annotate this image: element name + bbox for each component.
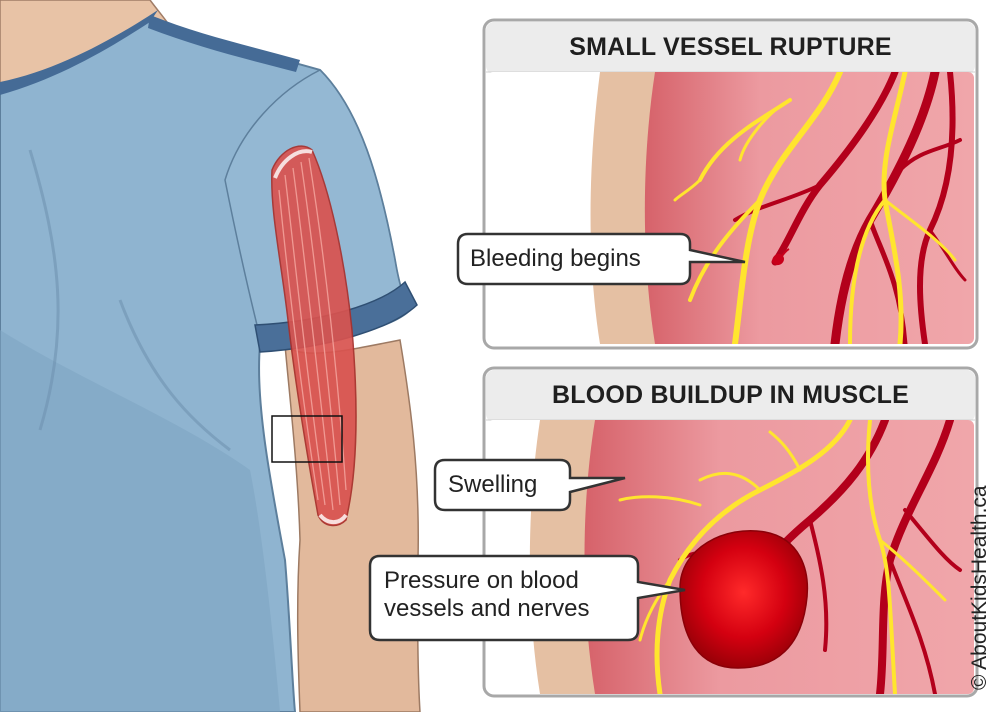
collar-trim bbox=[0, 10, 158, 95]
copyright-credit: © AboutKidsHealth.ca bbox=[968, 485, 991, 690]
person-figure bbox=[0, 0, 421, 712]
panel-title-blood-buildup: BLOOD BUILDUP IN MUSCLE bbox=[552, 381, 909, 409]
callout-pressure-line1: Pressure on blood bbox=[384, 567, 579, 594]
zoom-indicator bbox=[271, 415, 343, 463]
panel-header-top bbox=[486, 22, 975, 74]
panel-small-vessel-rupture bbox=[456, 18, 979, 350]
nerves-top bbox=[673, 72, 957, 344]
blood-pool bbox=[679, 530, 809, 669]
callout-bleeding-begins: Bleeding begins bbox=[470, 245, 641, 272]
callout-bubble-bleeding bbox=[456, 232, 746, 286]
nerves-bottom bbox=[618, 420, 947, 694]
callout-bubble-swelling bbox=[433, 458, 626, 512]
panel-title-small-vessel-rupture: SMALL VESSEL RUPTURE bbox=[569, 33, 892, 61]
callout-pressure-line2: vessels and nerves bbox=[384, 595, 590, 622]
callout-swelling: Swelling bbox=[448, 471, 538, 498]
callout-bubble-pressure bbox=[368, 554, 686, 642]
bleeding-spot bbox=[772, 248, 790, 266]
shirt-shadow bbox=[0, 330, 280, 712]
panel-header-bottom bbox=[486, 370, 975, 422]
panel-blood-buildup bbox=[368, 366, 979, 698]
callout-pressure: Pressure on blood vessels and nerves bbox=[384, 567, 589, 623]
